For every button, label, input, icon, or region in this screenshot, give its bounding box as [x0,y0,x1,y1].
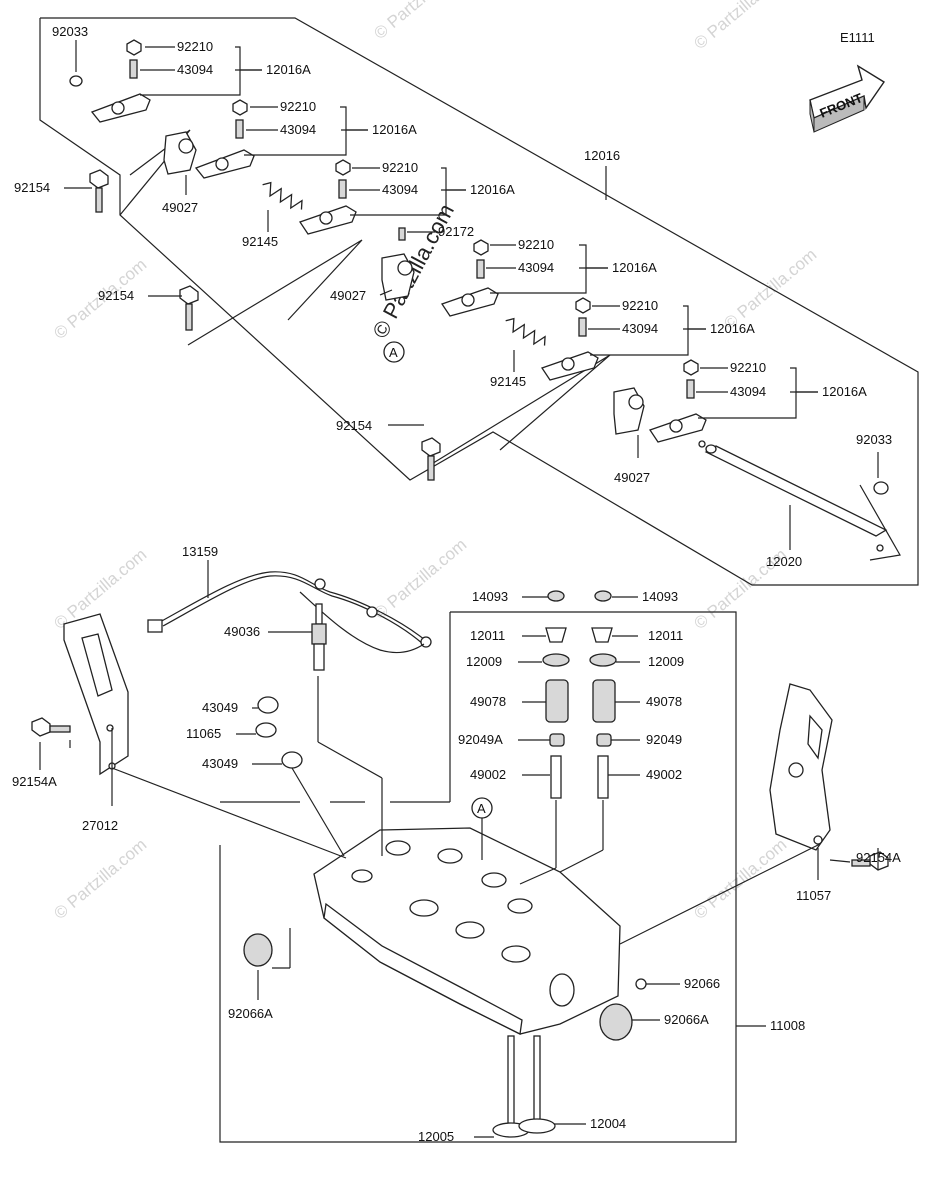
part-label: 11008 [770,1018,805,1033]
valve-train-parts [542,590,617,799]
part-label: 13159 [182,544,218,559]
part-label: 14093 [472,589,508,604]
diagram-code: E1111 [840,30,875,45]
part-label: 92049 [646,732,682,747]
part-label: 12011 [470,628,505,643]
leader-lines-top [64,40,879,550]
watermark: © Partzilla.com [720,245,820,333]
part-label: 43049 [202,700,238,715]
bolt-icon [31,717,889,871]
part-label: 49027 [162,200,198,215]
callout-a: A A [383,341,493,819]
part-label: 49036 [224,624,260,639]
part-label: 12005 [418,1129,454,1144]
part-label: 92210 [730,360,766,375]
spring-icon [262,181,546,346]
part-label: 92154 [336,418,372,433]
part-label: 12020 [766,554,802,569]
part-label: 43094 [622,321,658,336]
svg-text:A: A [477,801,486,816]
harness-icon [147,571,432,654]
part-label: 12016A [470,182,515,197]
part-label: 92210 [518,237,554,252]
part-label: 43094 [280,122,316,137]
part-label: 43094 [518,260,554,275]
front-arrow-icon: FRONT [809,64,885,133]
watermark: © Partzilla.com [690,0,790,53]
part-label: 12016 [584,148,620,163]
part-label: 43094 [177,62,213,77]
part-label: 92154 [98,288,134,303]
rocker-support-icon [163,131,645,435]
part-label: 92172 [438,224,474,239]
part-label: 92145 [242,234,278,249]
part-label: 12004 [590,1116,626,1131]
part-label: 92210 [177,39,213,54]
glow-plug-icon [311,603,327,671]
part-label: 49078 [470,694,506,709]
part-label: 12009 [648,654,684,669]
part-label: 12016A [710,321,755,336]
rocker-subframe-1 [119,129,191,216]
svg-text:A: A [389,345,398,360]
part-label: 11057 [796,888,831,903]
bracket-icon [769,683,833,851]
part-label: 49002 [470,767,506,782]
part-label: 43094 [382,182,418,197]
rocker-subframe-4 [859,484,901,561]
bracket-icon [63,613,129,776]
rocker-shaft-icon [698,440,888,552]
nut-icon [126,39,699,376]
part-label: 43094 [730,384,766,399]
part-label: 92210 [382,160,418,175]
watermark: © Partzilla.com [370,0,470,43]
label-group-bottom: 13159 49036 14093 14093 12011 12011 1200… [12,544,901,1144]
cylinder-head-icon [243,827,647,1041]
watermark: © Partzilla.com [690,835,790,923]
head-assembly-frame [219,611,737,1143]
part-label: 92033 [52,24,88,39]
rocker-arm-icon [90,93,707,443]
part-label: 92066A [228,1006,273,1021]
part-label: 92154A [856,850,901,865]
part-label: 14093 [642,589,678,604]
part-label: 49027 [330,288,366,303]
part-label: 11065 [186,726,221,741]
part-label: 12016A [822,384,867,399]
part-label: 92066A [664,1012,709,1027]
part-label: 27012 [82,818,118,833]
label-group-top: 92033 92210 43094 12016A 92210 43094 120… [14,24,892,569]
rocker-assembly-frame [39,17,919,586]
part-label: 12016A [612,260,657,275]
part-label: 92066 [684,976,720,991]
part-label: 92154A [12,774,57,789]
part-label: 92154 [14,180,50,195]
rocker-subframe-2 [187,239,363,346]
part-label: 92145 [490,374,526,389]
part-label: 43049 [202,756,238,771]
part-label: 12009 [466,654,502,669]
leader-lines-bottom [39,560,879,1138]
part-label: 92210 [622,298,658,313]
watermark: © Partzilla.com [370,535,470,623]
part-label: 12016A [266,62,311,77]
ring-icon [69,75,889,495]
part-label: 49002 [646,767,682,782]
part-label: 49078 [646,694,682,709]
bolt-icon [129,59,695,399]
part-label: 12016A [372,122,417,137]
part-label: 92033 [856,432,892,447]
seal-icon [255,696,303,769]
part-label: 12011 [648,628,683,643]
part-label: 92210 [280,99,316,114]
bolt-icon [89,169,441,481]
part-label: 92049A [458,732,503,747]
watermark: © Partzilla.com [50,835,150,923]
part-label: 49027 [614,470,650,485]
valve-icon [492,1035,556,1138]
